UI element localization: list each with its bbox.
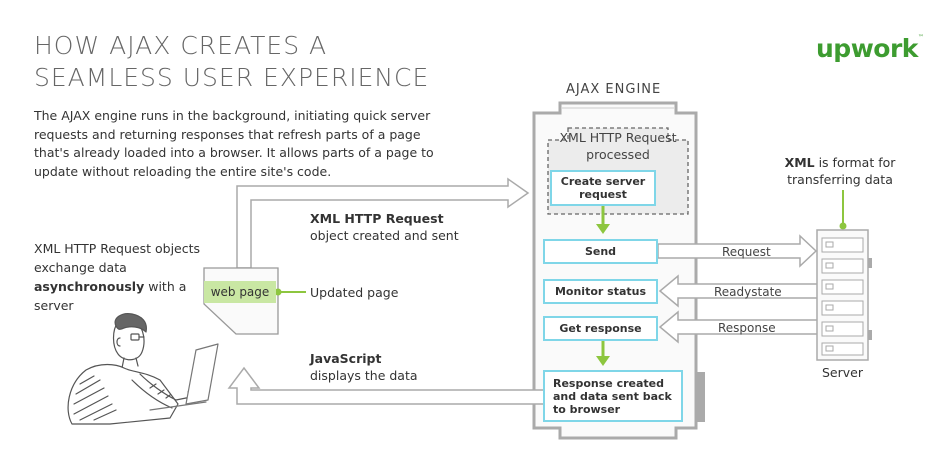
page-title-line-2: SEAMLESS USER EXPERIENCE xyxy=(34,63,430,92)
js-label-bold: JavaScript xyxy=(310,351,382,366)
xhr-label-rest: object created and sent xyxy=(310,228,459,243)
response-arrow-label: Response xyxy=(718,321,776,335)
readystate-arrow xyxy=(658,274,821,308)
step-get-response: Get response xyxy=(543,316,658,341)
left-note: XML HTTP Request objects exchange data a… xyxy=(34,239,204,315)
xhr-created-label: XML HTTP Request object created and sent xyxy=(310,210,459,244)
xhr-request-arrow xyxy=(236,177,530,269)
upwork-logo: upwork™ xyxy=(816,34,924,63)
page-title: HOW AJAX CREATES A SEAMLESS USER EXPERIE… xyxy=(34,30,429,94)
step-response-created: Response created and data sent back to b… xyxy=(543,370,683,422)
left-note-part-1: XML HTTP Request objects exchange data xyxy=(34,241,201,275)
xml-note-connector xyxy=(839,190,847,230)
ajax-engine-title: AJAX ENGINE xyxy=(566,82,662,97)
js-display-arrow xyxy=(227,366,545,405)
readystate-arrow-label: Readystate xyxy=(714,285,782,299)
person-with-laptop-illustration xyxy=(67,313,219,425)
response-arrow xyxy=(658,310,821,344)
xml-note-rest: is format for transferring data xyxy=(787,155,896,187)
upwork-logo-tm: ™ xyxy=(917,34,924,41)
left-note-part-2: with a server xyxy=(34,279,187,313)
xml-format-note: XML is format for transferring data xyxy=(770,154,910,188)
left-note-bold: asynchronously xyxy=(34,279,145,294)
updated-page-label: Updated page xyxy=(310,285,399,300)
server-label: Server xyxy=(822,365,863,380)
page-title-line-1: HOW AJAX CREATES A xyxy=(34,31,328,60)
javascript-label: JavaScript displays the data xyxy=(310,350,418,384)
web-page-label: web page xyxy=(204,281,276,303)
upwork-logo-text: upwork xyxy=(816,34,918,63)
flow-arrow-get-response xyxy=(596,340,610,366)
step-send: Send xyxy=(543,239,658,264)
server-rack-icon xyxy=(816,229,872,361)
flow-arrow-create-send xyxy=(596,206,610,234)
request-arrow-label: Request xyxy=(722,245,771,259)
request-arrow xyxy=(657,234,818,268)
step-create-server-request: Create server request xyxy=(550,170,656,206)
js-label-rest: displays the data xyxy=(310,368,418,383)
xhr-processed-label: XML HTTP Request processed xyxy=(559,130,677,162)
xml-note-bold: XML xyxy=(784,155,815,170)
engine-handle xyxy=(696,372,705,422)
updated-page-connector xyxy=(274,288,306,296)
intro-paragraph: The AJAX engine runs in the background, … xyxy=(34,108,434,179)
xhr-label-bold: XML HTTP Request xyxy=(310,211,444,226)
step-monitor-status: Monitor status xyxy=(543,279,658,304)
